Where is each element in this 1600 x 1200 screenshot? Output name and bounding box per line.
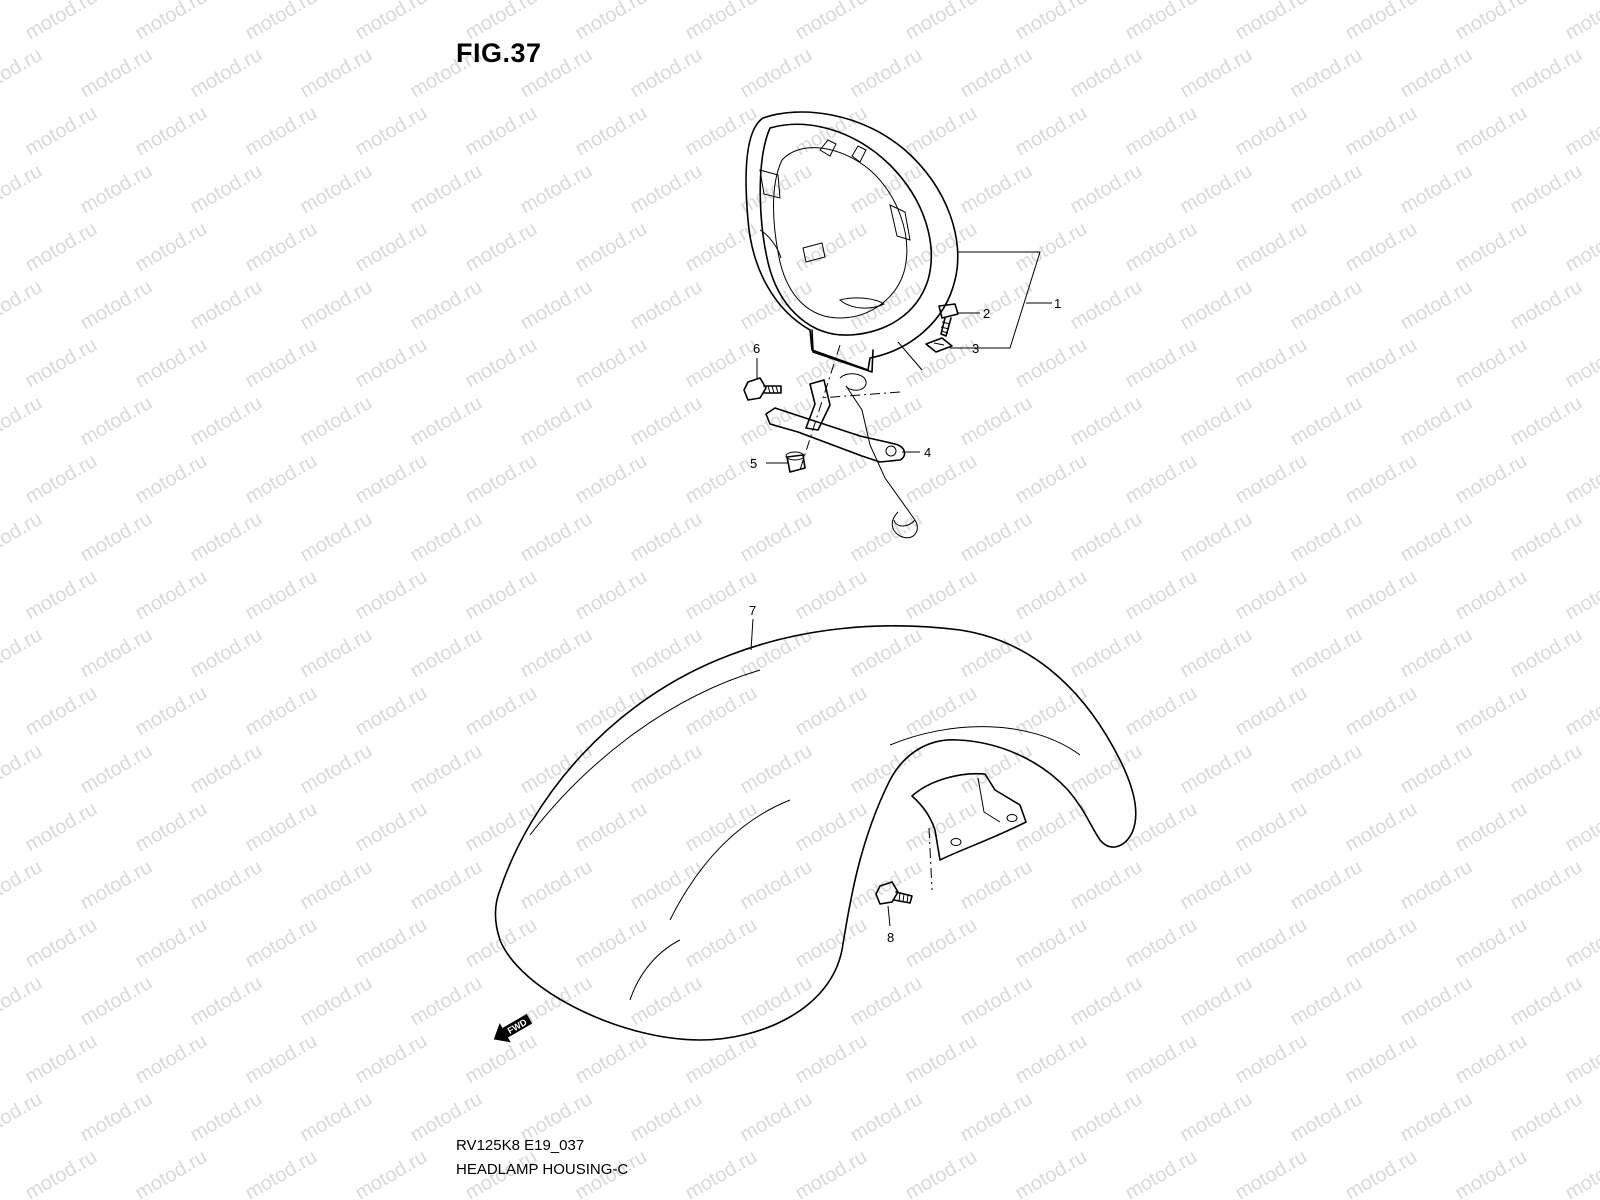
callout-4: 4	[924, 445, 931, 460]
figure-title: FIG.37	[456, 38, 542, 68]
callout-6: 6	[753, 341, 760, 356]
callout-7: 7	[749, 603, 756, 618]
assembly-lines	[799, 344, 933, 891]
bracket-4	[765, 373, 918, 539]
callout-3: 3	[972, 341, 979, 356]
front-fender	[494, 625, 1137, 1041]
clip-nut-3	[925, 337, 953, 353]
bolt-2	[938, 303, 959, 337]
bolt-6	[743, 377, 782, 401]
bolt-8	[875, 881, 913, 905]
callout-8: 8	[887, 930, 894, 945]
callout-labels: 1 2 3 4 5 6 7 8	[749, 296, 1061, 945]
leader-lines	[750, 251, 1052, 927]
grommet-5	[785, 451, 806, 473]
callout-2: 2	[983, 306, 990, 321]
figure-caption: HEADLAMP HOUSING-C	[456, 1161, 629, 1178]
headlamp-housing	[745, 111, 959, 373]
callout-5: 5	[750, 456, 757, 471]
figure-code: RV125K8 E19_037	[456, 1137, 585, 1154]
fwd-arrow-icon: FWD	[493, 1013, 533, 1043]
callout-1: 1	[1054, 296, 1061, 311]
